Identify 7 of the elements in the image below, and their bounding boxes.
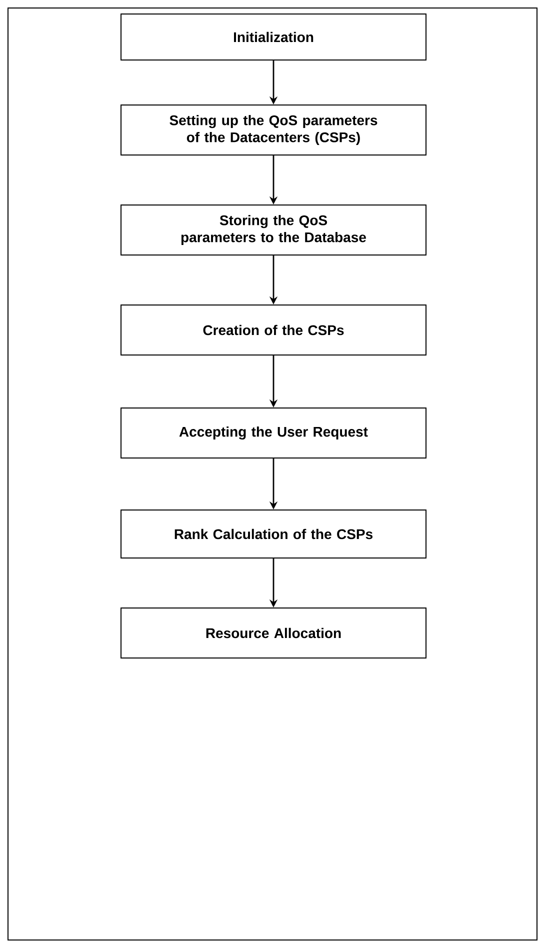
process-box: Accepting the User Request xyxy=(120,408,426,458)
process-box: Initialization xyxy=(120,14,426,60)
process-box: Resource Allocation xyxy=(120,608,426,658)
process-box: Setting up the QoS parameters of the Datacenters (CSPs) xyxy=(120,104,426,156)
process-box: Creation of the CSPs xyxy=(120,304,426,356)
process-box: Storing the QoS parameters to the Database xyxy=(120,204,426,256)
process-box: Rank Calculation of the CSPs xyxy=(120,510,426,558)
